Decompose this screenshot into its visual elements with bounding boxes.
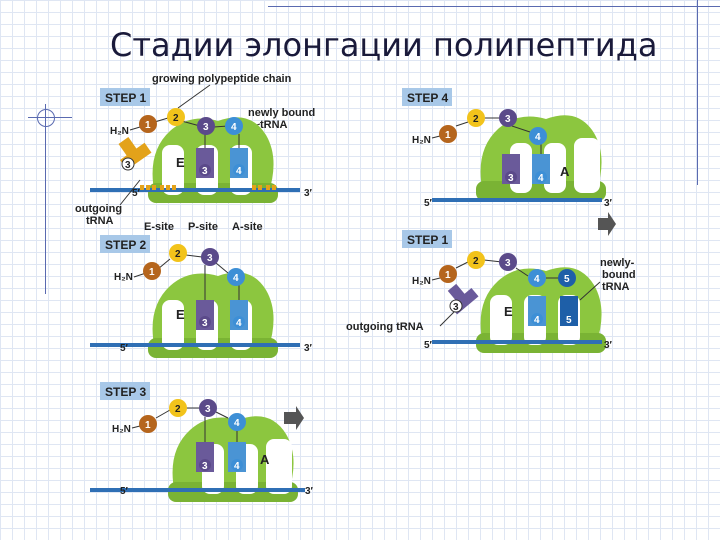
svg-text:2: 2 bbox=[175, 249, 181, 260]
decor-line-v-left bbox=[45, 104, 46, 294]
h2n: H₂N bbox=[110, 126, 129, 137]
step-badge bbox=[100, 88, 150, 106]
svg-text:H₂N: H₂N bbox=[412, 276, 431, 287]
site-e: E bbox=[176, 155, 185, 170]
svg-text:3: 3 bbox=[508, 173, 514, 184]
svg-text:1: 1 bbox=[145, 120, 151, 131]
svg-text:3: 3 bbox=[125, 160, 131, 171]
svg-text:4: 4 bbox=[231, 122, 237, 133]
label-outgoing-2: tRNA bbox=[86, 215, 114, 227]
arrow-right-icon bbox=[598, 212, 616, 236]
svg-text:3: 3 bbox=[453, 302, 459, 313]
label-e-site: E-site bbox=[144, 221, 174, 233]
panel-step4: STEP 4 A 3 4 5′ 3′ H₂N 1 2 3 4 bbox=[402, 88, 616, 236]
label-newly-2: bound bbox=[602, 269, 636, 281]
svg-text:5: 5 bbox=[564, 274, 570, 285]
svg-text:1: 1 bbox=[445, 270, 451, 281]
label-growing-chain: growing polypeptide chain bbox=[152, 73, 292, 85]
arrow-right-icon bbox=[284, 406, 304, 430]
svg-text:3′: 3′ bbox=[604, 340, 613, 351]
step-label: STEP 4 bbox=[407, 91, 448, 105]
svg-text:4: 4 bbox=[538, 173, 544, 184]
codon-ticks bbox=[140, 185, 276, 190]
svg-text:3′: 3′ bbox=[305, 486, 314, 497]
svg-text:3′: 3′ bbox=[304, 188, 313, 199]
svg-text:5′: 5′ bbox=[120, 343, 129, 354]
svg-text:E: E bbox=[176, 307, 185, 322]
svg-text:4: 4 bbox=[236, 318, 242, 329]
svg-text:3: 3 bbox=[205, 404, 211, 415]
label-newly-3: tRNA bbox=[602, 281, 630, 293]
svg-text:5′: 5′ bbox=[120, 486, 129, 497]
svg-text:2: 2 bbox=[473, 256, 479, 267]
svg-text:5′: 5′ bbox=[424, 340, 433, 351]
panel-step3: STEP 3 A 3 4 5′ 3′ H₂N 1 2 3 4 bbox=[90, 382, 314, 502]
slide-title: Стадии элонгации полипептида bbox=[110, 26, 658, 64]
svg-text:3: 3 bbox=[202, 318, 208, 329]
svg-text:4: 4 bbox=[233, 273, 239, 284]
svg-text:4: 4 bbox=[535, 132, 541, 143]
decor-line-h-top bbox=[268, 6, 720, 7]
svg-text:1: 1 bbox=[149, 267, 155, 278]
label-outgoing-trna: outgoing tRNA bbox=[346, 321, 424, 333]
label-a-site: A-site bbox=[232, 221, 263, 233]
label-newly-1: newly- bbox=[600, 257, 635, 269]
svg-text:3: 3 bbox=[202, 461, 208, 472]
svg-text:3′: 3′ bbox=[604, 198, 613, 209]
svg-text:H₂N: H₂N bbox=[114, 272, 133, 283]
label-newly-bound-1: newly bound bbox=[248, 107, 315, 119]
svg-text:4: 4 bbox=[236, 166, 242, 177]
svg-text:A: A bbox=[260, 452, 270, 467]
svg-text:5: 5 bbox=[566, 315, 572, 326]
panel-step1: STEP 1 growing polypeptide chain newly b… bbox=[75, 73, 315, 233]
step-label: STEP 1 bbox=[105, 91, 146, 105]
step-label: STEP 3 bbox=[105, 385, 146, 399]
svg-text:1: 1 bbox=[445, 130, 451, 141]
svg-text:H₂N: H₂N bbox=[412, 135, 431, 146]
svg-text:5′: 5′ bbox=[424, 198, 433, 209]
svg-text:3: 3 bbox=[202, 166, 208, 177]
label-newly-bound-2: tRNA bbox=[260, 119, 288, 131]
panel-step2: STEP 2 E 3 4 5′ 3′ H₂N 1 2 3 4 bbox=[90, 235, 313, 358]
svg-text:3: 3 bbox=[505, 114, 511, 125]
step-label: STEP 1 bbox=[407, 233, 448, 247]
svg-text:1: 1 bbox=[145, 420, 151, 431]
label-outgoing-1: outgoing bbox=[75, 203, 122, 215]
svg-text:3′: 3′ bbox=[304, 343, 313, 354]
svg-text:2: 2 bbox=[175, 404, 181, 415]
svg-text:H₂N: H₂N bbox=[112, 424, 131, 435]
svg-text:4: 4 bbox=[534, 274, 540, 285]
step-label: STEP 2 bbox=[105, 238, 146, 252]
panel-step1-repeat: STEP 1 E 4 5 5′ 3′ H₂N 1 2 3 4 5 3 bbox=[346, 230, 636, 353]
svg-text:4: 4 bbox=[234, 461, 240, 472]
svg-text:5′: 5′ bbox=[132, 188, 141, 199]
label-p-site: P-site bbox=[188, 221, 218, 233]
svg-text:2: 2 bbox=[473, 114, 479, 125]
svg-text:2: 2 bbox=[173, 113, 179, 124]
svg-text:A: A bbox=[560, 164, 570, 179]
svg-text:3: 3 bbox=[207, 253, 213, 264]
svg-text:3: 3 bbox=[505, 258, 511, 269]
svg-text:4: 4 bbox=[234, 418, 240, 429]
decor-line-v-right bbox=[697, 0, 698, 185]
decor-circle bbox=[37, 109, 55, 127]
svg-text:3: 3 bbox=[203, 122, 209, 133]
svg-text:4: 4 bbox=[534, 315, 540, 326]
svg-text:E: E bbox=[504, 304, 513, 319]
